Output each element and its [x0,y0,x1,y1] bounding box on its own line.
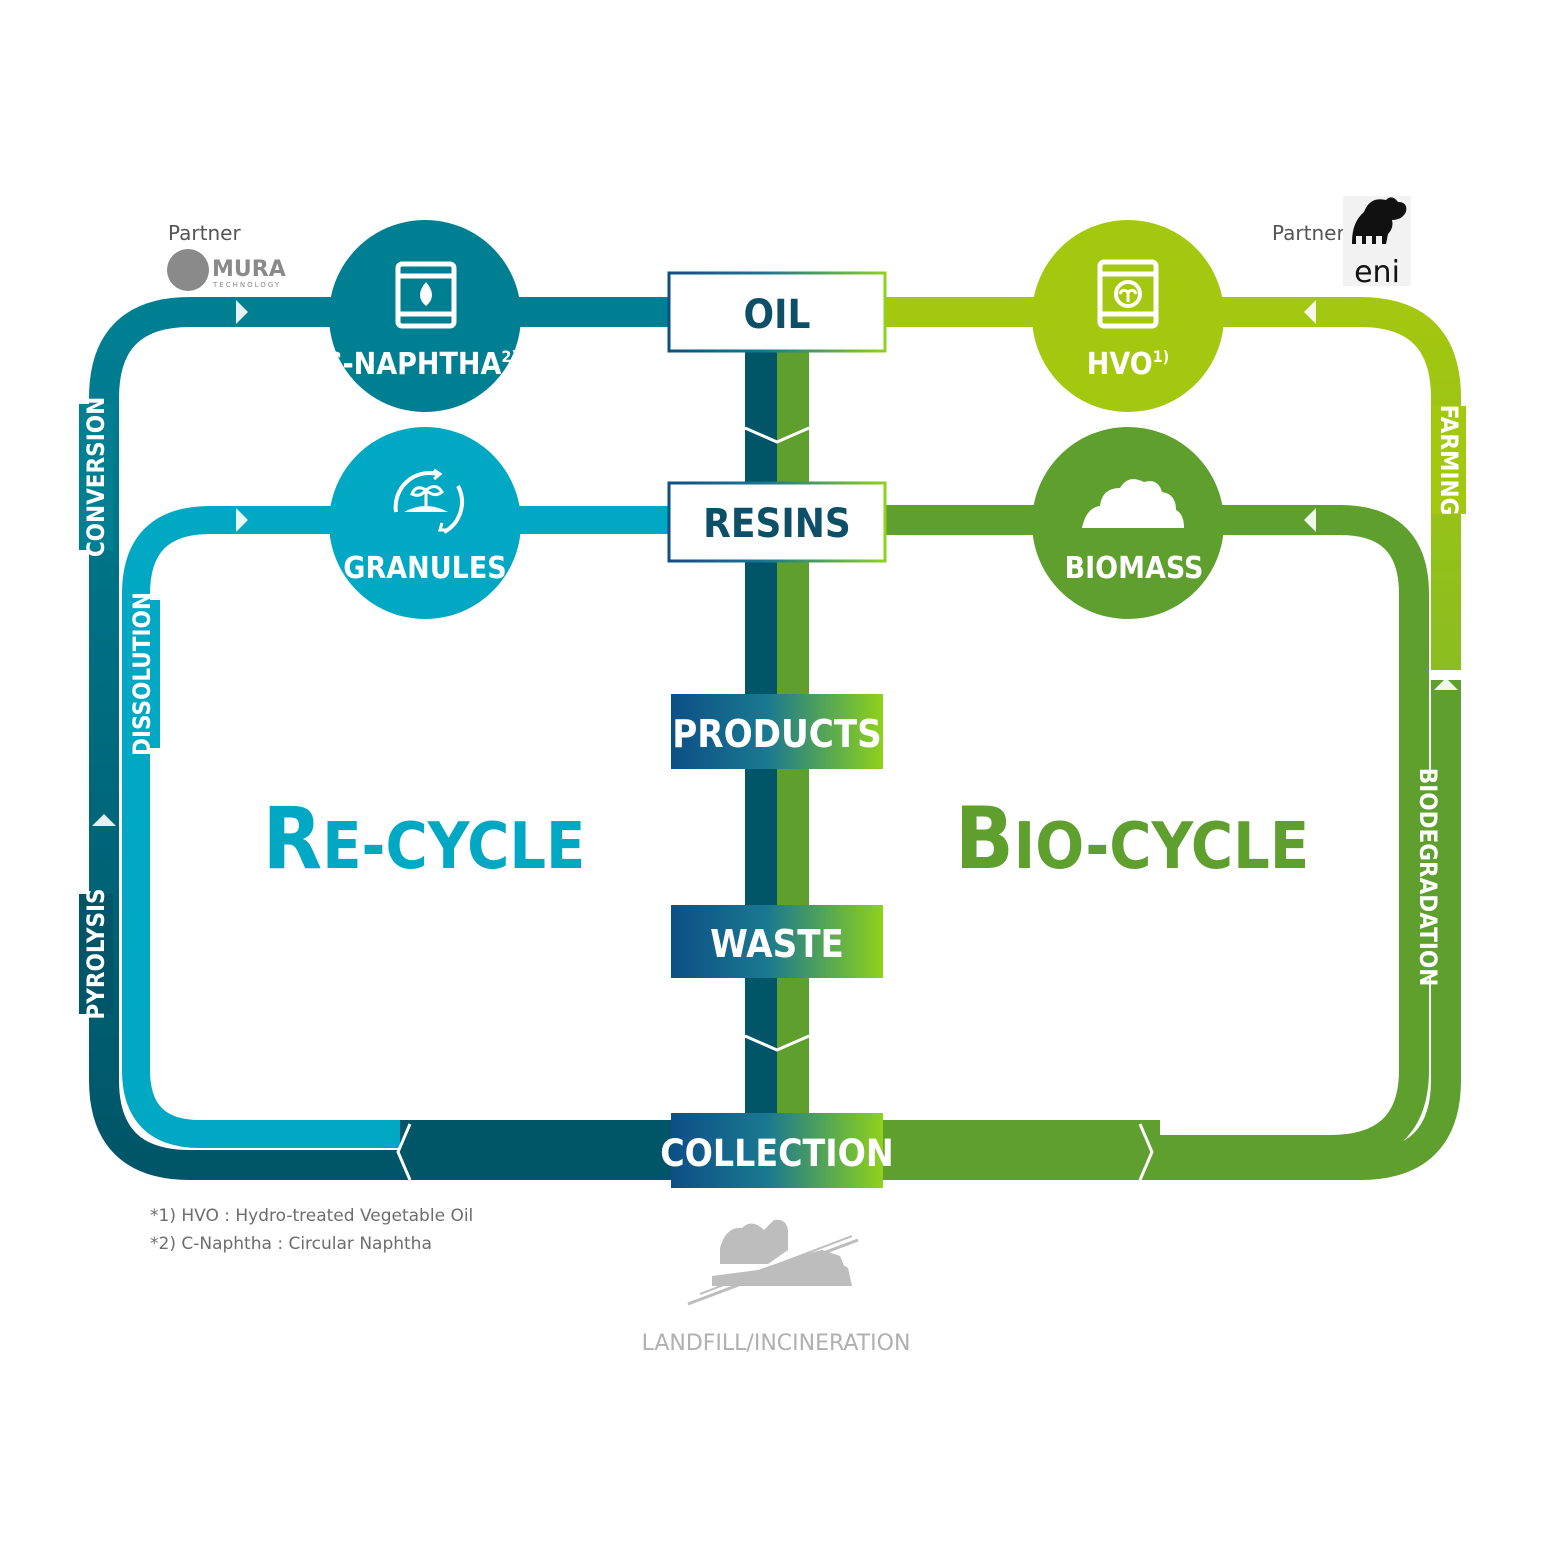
conversion-text: CONVERSION [82,397,110,557]
inner-biocycle-loop [880,505,1429,1165]
farming-text: FARMING [1435,405,1463,516]
center-chevrons [744,426,810,1052]
hvo-label: HVO1) [1087,347,1169,382]
circle-granules: GRANULES [329,427,521,619]
flow-chevrons [92,300,1458,1181]
circle-hvo: HVO1) [1032,220,1224,412]
biomass-label: BIOMASS [1065,551,1204,586]
label-biodegradation: BIODEGRADATION [1410,768,1446,987]
landfill-label: LANDFILL/INCINERATION [642,1331,911,1356]
node-collection-label: COLLECTION [660,1132,894,1175]
outer-recycle-loop [89,297,680,1180]
c-naphtha-label: C-NAPHTHA2) [322,347,518,382]
oil-barrel-icon [395,261,457,329]
inner-recycle-loop [122,506,680,1148]
node-resins: RESINS [667,481,887,563]
eni-logo: eni [1343,196,1411,290]
node-oil: OIL [667,271,887,353]
mura-logo-text: MURA [212,257,286,282]
biodegradation-text: BIODEGRADATION [1414,768,1442,987]
footnote-c-naphtha: *2) C-Naphtha : Circular Naphtha [150,1234,432,1254]
footnote-hvo: *1) HVO : Hydro-treated Vegetable Oil [150,1206,474,1226]
node-waste-label: WASTE [710,922,844,966]
landfill-icon [687,1219,859,1306]
partner-left-label: Partner [168,221,241,245]
biodegradation-band [880,680,1461,1180]
granules-label: GRANULES [343,551,506,586]
node-resins-label: RESINS [703,501,851,547]
outer-biocycle-loop [880,297,1461,670]
hvo-sup: 1) [1153,347,1170,366]
partner-right-label: Partner [1272,221,1345,245]
biocycle-title: BIO-CYCLE [955,789,1309,889]
collection-band-left [400,1120,680,1180]
label-pyrolysis: PYROLYSIS [79,888,113,1020]
partner-left: Partner MURA TECHNOLOGY [167,221,286,291]
label-conversion: CONVERSION [79,397,113,557]
biomass-pile-icon [1082,479,1184,528]
node-products-label: PRODUCTS [672,712,882,756]
label-farming: FARMING [1432,405,1466,516]
recycling-sprout-icon [393,468,464,534]
circle-c-naphtha: C-NAPHTHA2) [322,220,521,412]
c-naphtha-sup: 2) [501,347,518,366]
node-waste: WASTE [671,905,883,978]
partner-right: Partner eni [1272,196,1411,290]
recycle-title: RE-CYCLE [263,789,586,889]
dissolution-text: DISSOLUTION [128,592,156,756]
label-dissolution: DISSOLUTION [124,592,160,756]
circle-biomass: BIOMASS [1032,427,1224,619]
bio-barrel-icon [1097,259,1159,329]
node-products: PRODUCTS [671,694,883,769]
node-collection: COLLECTION [660,1113,894,1188]
mura-logo: MURA TECHNOLOGY [167,249,286,291]
collection-band-right [880,1120,1160,1180]
mura-logo-subtext: TECHNOLOGY [212,281,281,289]
eni-logo-text: eni [1354,255,1400,290]
six-legged-dog-icon [1352,197,1407,244]
pyrolysis-text: PYROLYSIS [82,888,110,1019]
node-oil-label: OIL [744,292,811,338]
